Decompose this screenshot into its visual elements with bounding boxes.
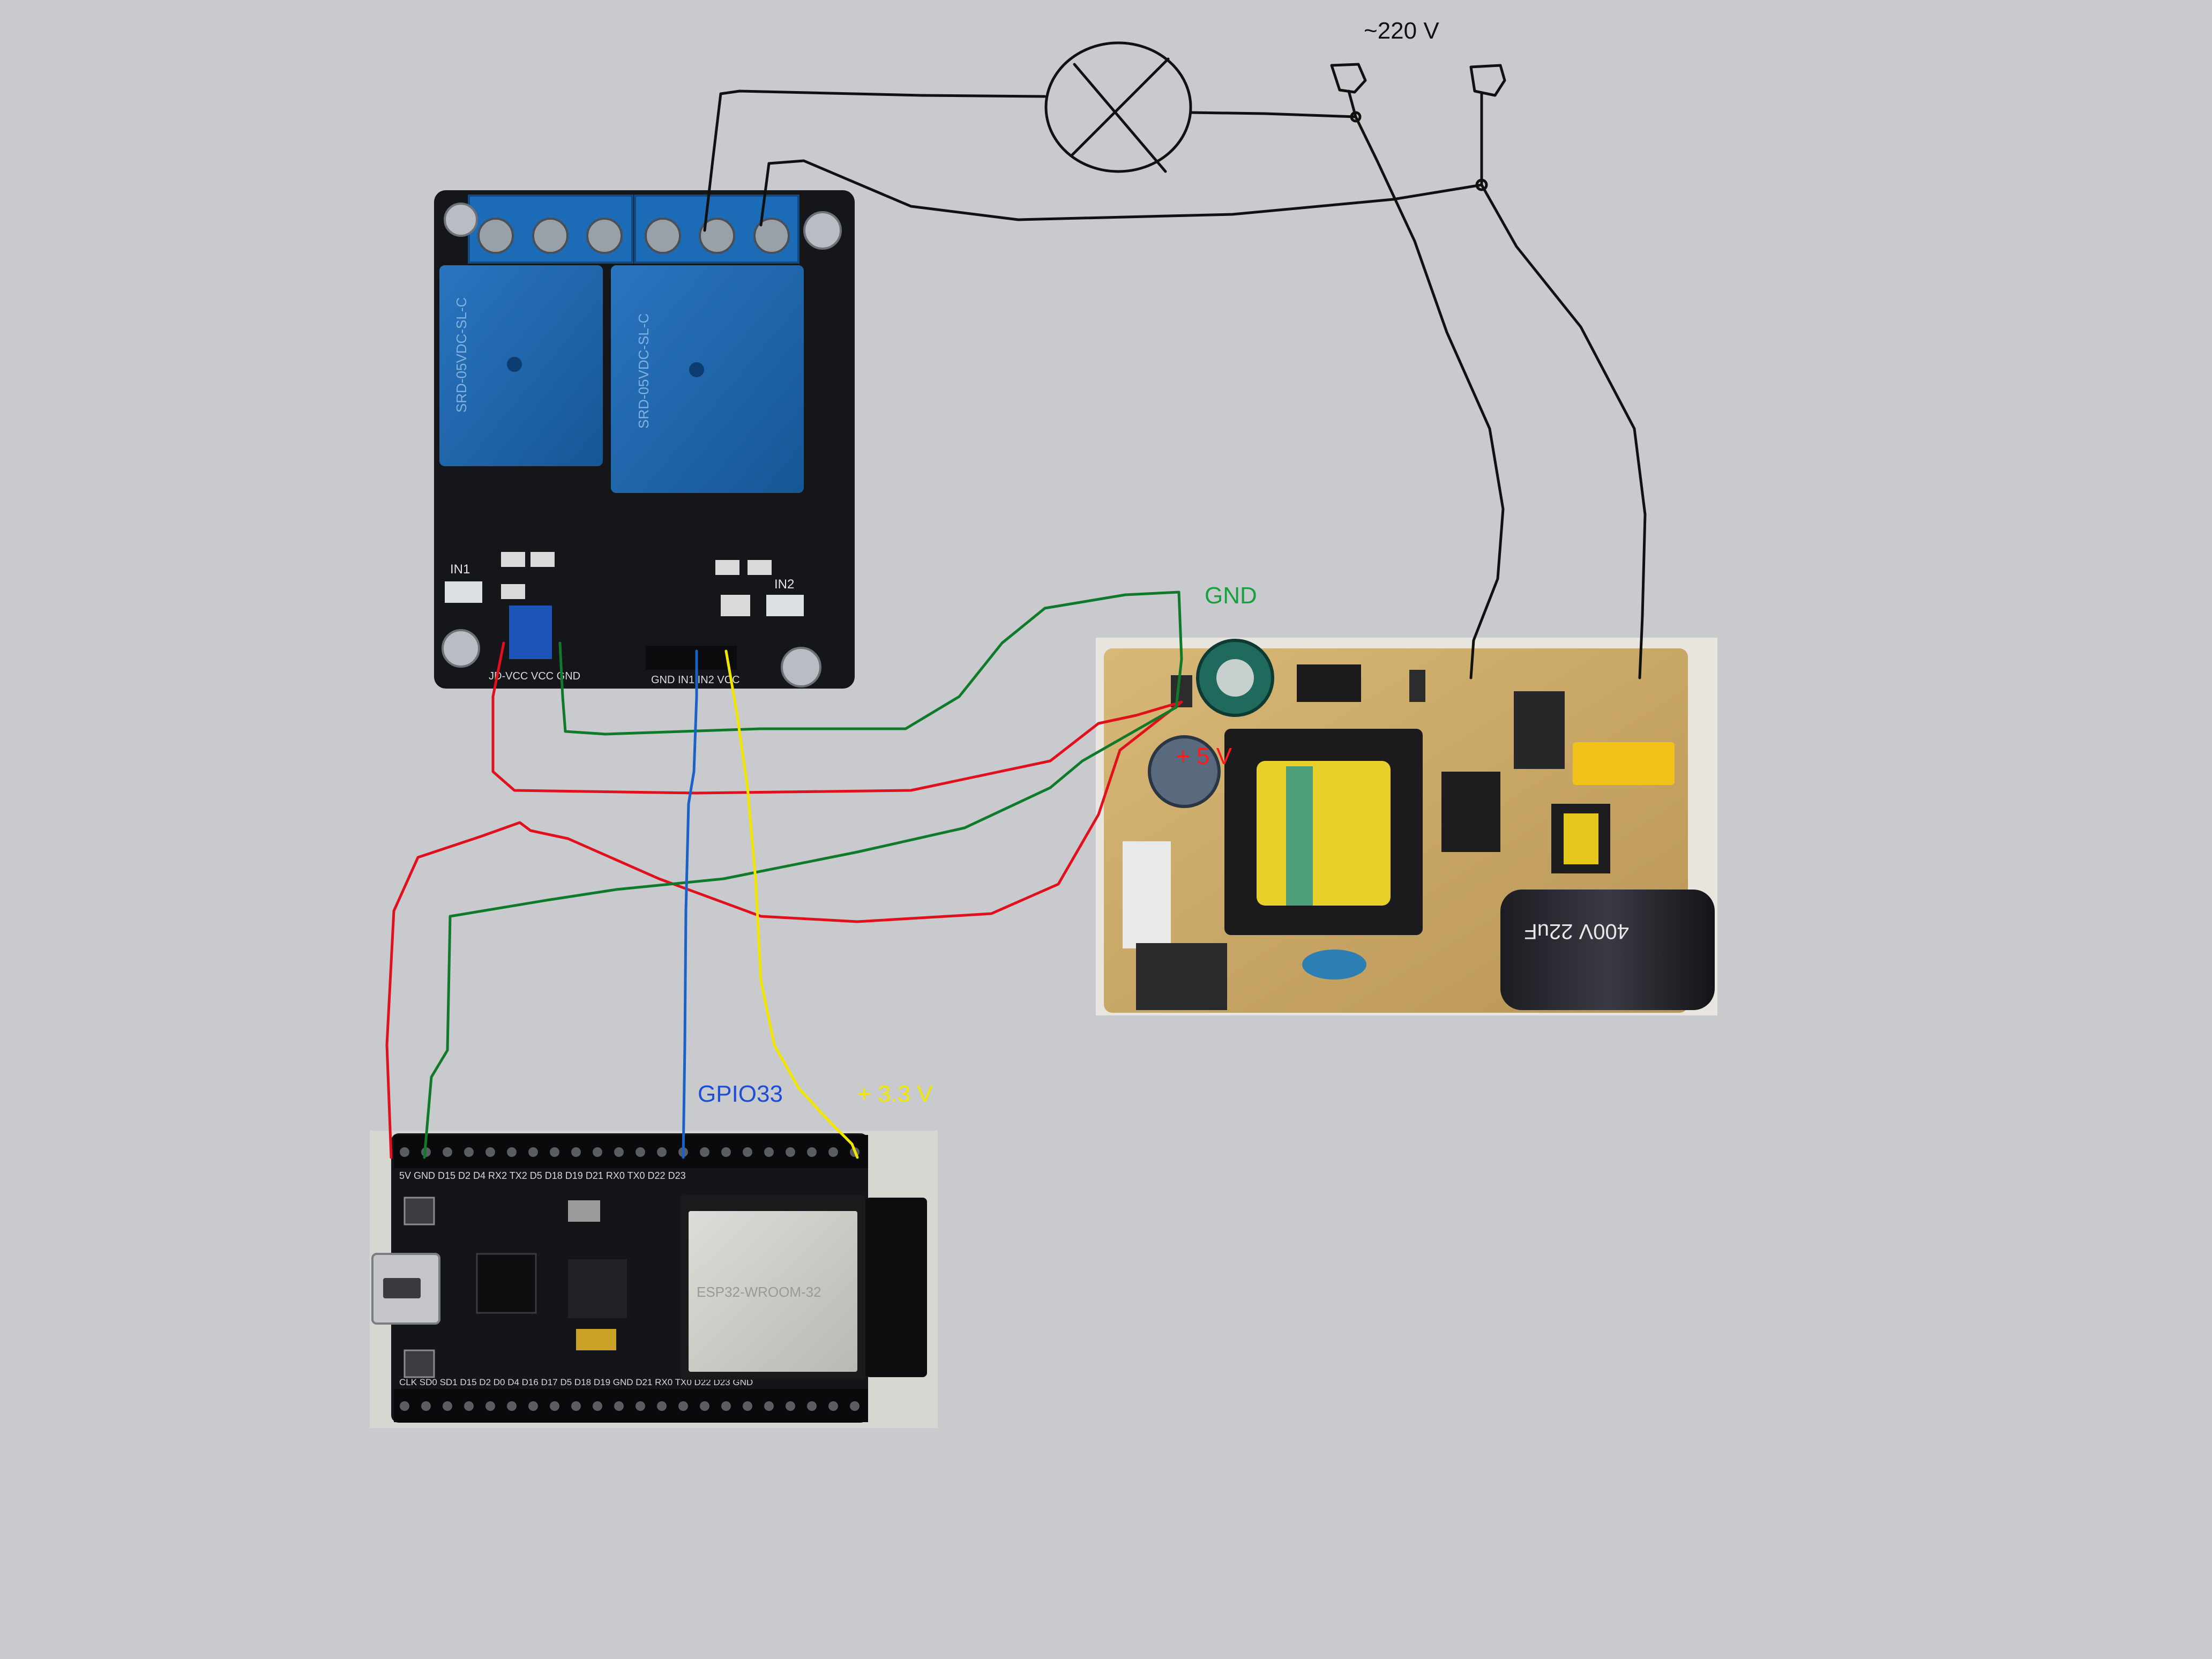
green-wires	[423, 591, 1183, 1159]
boot-button	[403, 1349, 435, 1378]
psu-controller-ic	[1441, 772, 1500, 852]
esp32-top-pin-labels: 5V GND D15 D2 D4 RX2 TX2 D5 D18 D19 D21 …	[399, 1170, 686, 1181]
relay-k2-text: SRD-05VDC-SL-C	[636, 313, 652, 429]
black-wires	[703, 89, 1647, 679]
esp32-shield-text: ESP32-WROOM-32	[697, 1284, 821, 1300]
mains-voltage-label: ~220 V	[1364, 18, 1439, 44]
led-in1-label: IN1	[450, 562, 470, 577]
blue-wire	[682, 649, 698, 1159]
psu-fuse-holder	[1514, 691, 1565, 769]
led-in1	[445, 581, 482, 603]
esp32-antenna	[865, 1198, 927, 1377]
relay-k2	[611, 265, 804, 493]
lamp-symbol-icon	[1044, 41, 1192, 173]
relay-input-header	[646, 646, 737, 670]
gnd-label: GND	[1205, 582, 1257, 609]
relay-left-pin-labels: JD-VCC VCC GND	[489, 670, 580, 682]
yellow-wire	[724, 649, 859, 1159]
led-in2	[766, 595, 804, 616]
psu-hv-capacitor-text: 400V 22uF	[1524, 920, 1629, 943]
esp32-bottom-pin-labels: CLK SD0 SD1 D15 D2 D0 D4 D16 D17 D5 D18 …	[399, 1377, 753, 1387]
usb-uart-chip	[476, 1253, 537, 1314]
relay-k1-text: SRD-05VDC-SL-C	[453, 297, 469, 413]
mounting-holes	[442, 203, 842, 687]
voltage-regulator	[568, 1259, 627, 1318]
en-button	[403, 1197, 435, 1225]
terminal-screws	[477, 218, 790, 254]
plus-3v3-label: + 3.3 V	[857, 1081, 933, 1107]
psu-aux-capacitor	[1148, 735, 1221, 808]
psu-x-capacitor	[1573, 742, 1675, 785]
relay-module: SRD-05VDC-SL-C SRD-05VDC-SL-C IN1 IN2 JD…	[434, 190, 855, 689]
jd-vcc-jumper	[509, 606, 552, 659]
psu-hv-capacitor	[1500, 890, 1715, 1010]
esp32-devkit: 5V GND D15 D2 D4 RX2 TX2 D5 D18 D19 D21 …	[370, 1131, 938, 1428]
red-wires	[385, 641, 1183, 1159]
mains-terminal-icon	[1330, 63, 1506, 191]
ac-dc-power-supply: 400V 22uF	[1096, 638, 1717, 1015]
led-in2-label: IN2	[774, 577, 794, 592]
plus-5v-label: + 5 V	[1176, 743, 1232, 769]
gpio33-label: GPIO33	[698, 1081, 783, 1107]
esp32-rf-shield	[689, 1211, 857, 1372]
